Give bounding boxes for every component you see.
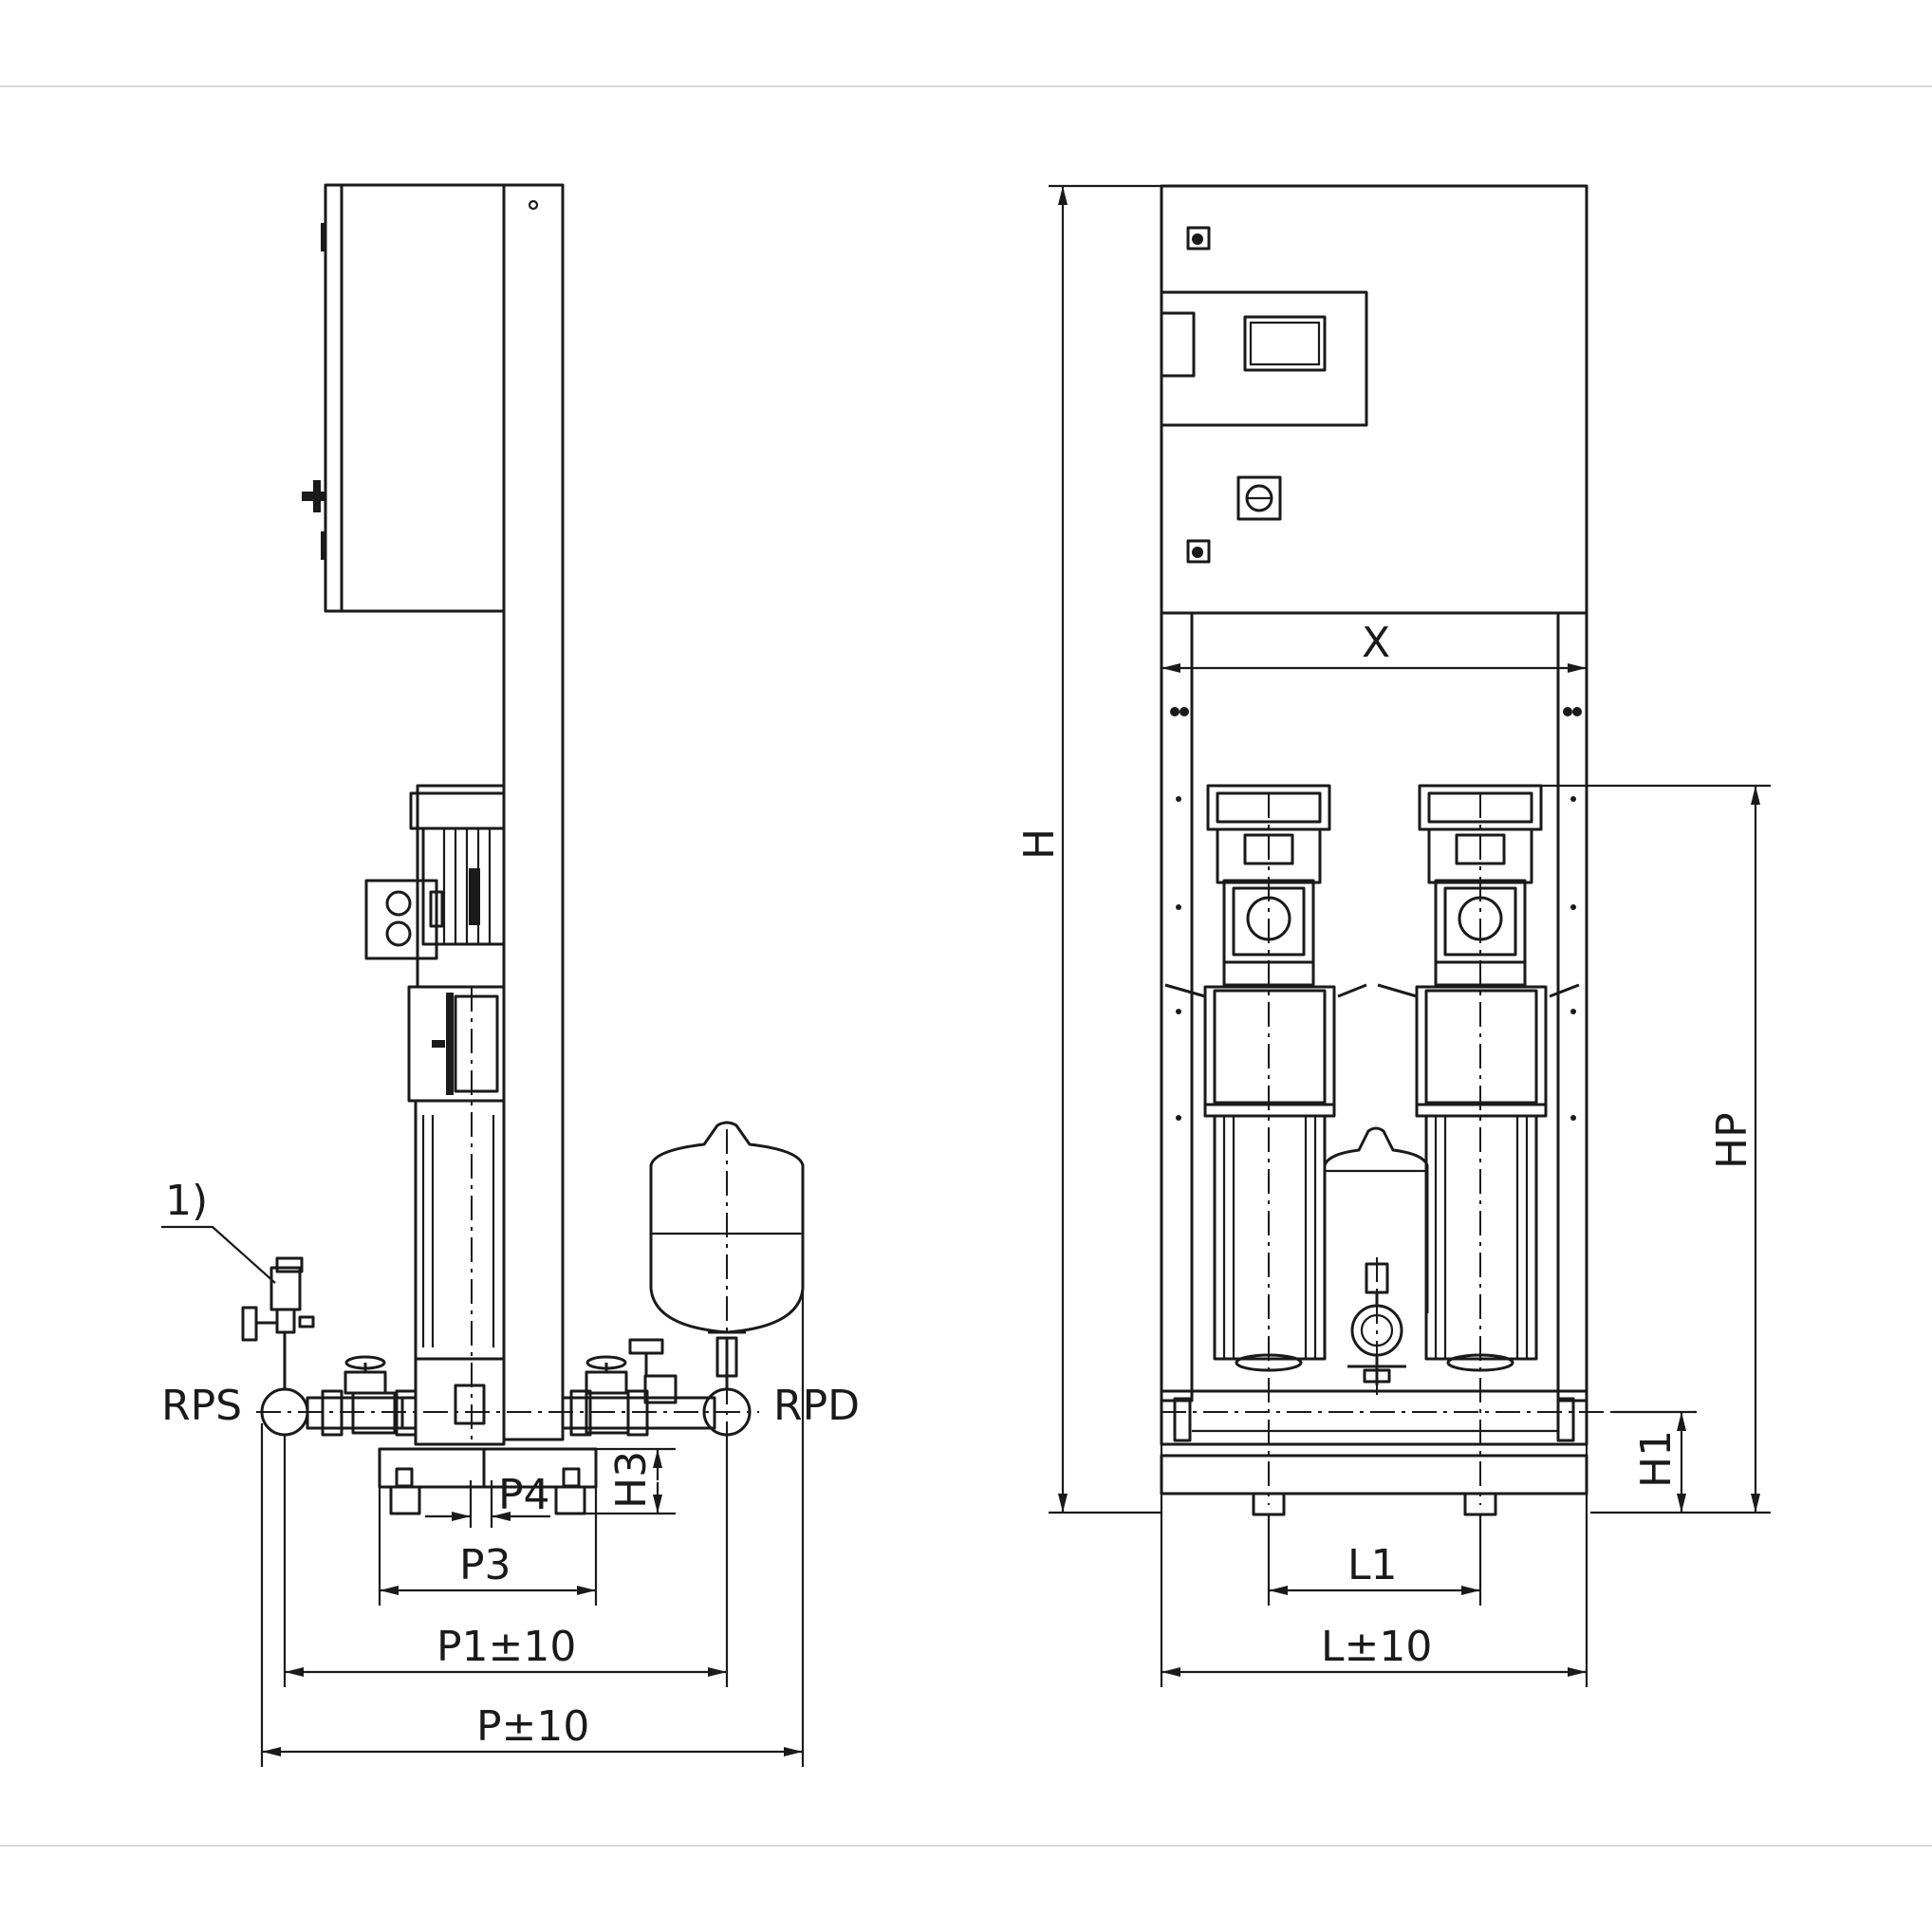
dimension-h1: H1 (1613, 1410, 1697, 1513)
side-discharge-manifold (561, 1336, 752, 1437)
side-pump-motor (364, 784, 506, 989)
front-pressure-gauge (1347, 1257, 1406, 1395)
front-pump-1 (1164, 784, 1367, 1505)
side-view: 1) RPS RPD P4 H3 P3 (161, 183, 860, 1767)
dimension-l-label: L±10 (1321, 1623, 1432, 1671)
dimension-l1-label: L1 (1347, 1541, 1398, 1589)
dimension-p: P±10 (260, 1291, 805, 1767)
note-1-label: 1) (165, 1177, 208, 1225)
dimension-x: X (1161, 619, 1587, 673)
dimension-l: L±10 (1160, 1494, 1588, 1687)
side-pressure-switch (241, 1256, 315, 1389)
note-1-leader (161, 1225, 276, 1284)
dimension-l1: L1 (1267, 1514, 1482, 1606)
dimension-hp-label: HP (1708, 1112, 1756, 1169)
dimension-p4: P4 (425, 1471, 550, 1528)
dimension-h-label: H (1015, 828, 1064, 860)
dimension-h: H (1015, 184, 1161, 1514)
dimension-p3: P3 (378, 1487, 598, 1606)
side-support-column (502, 183, 565, 1441)
dimension-x-label: X (1362, 619, 1390, 667)
side-expansion-tank (649, 1121, 805, 1442)
dimension-p-label: P±10 (476, 1702, 589, 1751)
front-manifold-and-base (1160, 1389, 1613, 1516)
side-pump-body (414, 987, 506, 1446)
dimension-h3-label: H3 (607, 1451, 656, 1509)
discharge-connection-label: RPD (773, 1382, 860, 1430)
front-pump-2 (1377, 784, 1580, 1505)
side-base-frame (378, 1447, 598, 1515)
suction-connection-label: RPS (161, 1382, 242, 1430)
front-expansion-tank (1323, 1126, 1429, 1313)
dimension-p3-label: P3 (459, 1541, 511, 1589)
dimension-p4-label: P4 (498, 1471, 550, 1519)
front-view: X H HP H1 L (1015, 184, 1771, 1687)
dimension-p1: P1±10 (283, 1435, 729, 1687)
side-control-cabinet (302, 183, 506, 613)
dimension-h1-label: H1 (1632, 1430, 1681, 1488)
dimension-h3: H3 (585, 1447, 676, 1515)
front-control-cabinet (1160, 184, 1588, 615)
front-frame-uprights (1160, 611, 1588, 1403)
dimension-hp: HP (1509, 784, 1771, 1514)
side-pump-lantern (407, 985, 506, 1103)
dimension-p1-label: P1±10 (437, 1623, 576, 1671)
